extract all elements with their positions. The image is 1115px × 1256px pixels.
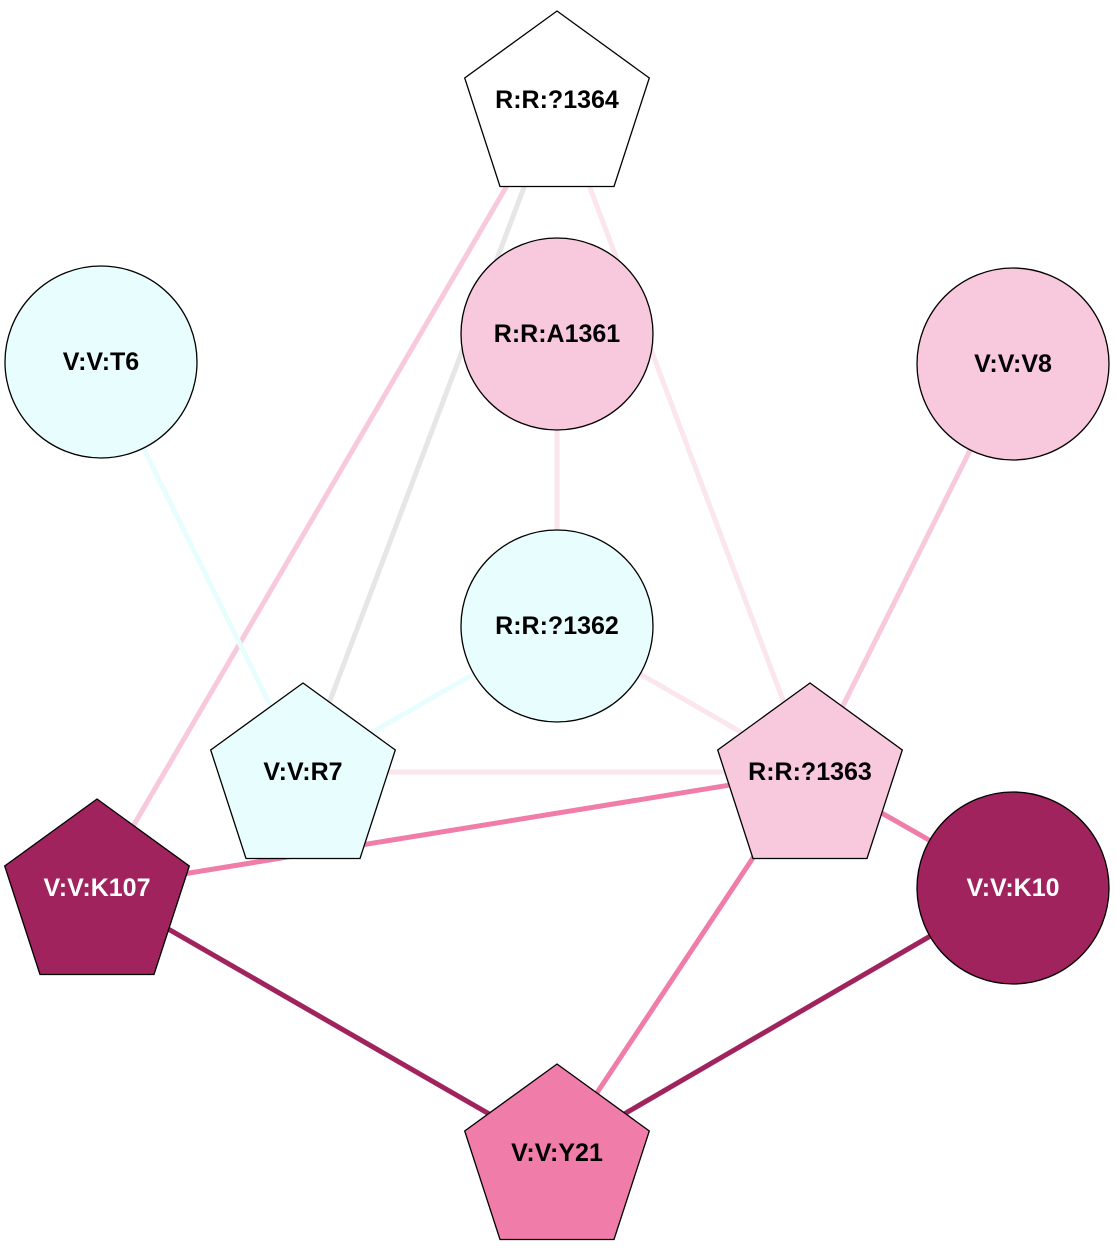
- node-v-v-k10[interactable]: V:V:K10: [916, 791, 1110, 985]
- node-label: V:V:R7: [263, 758, 342, 786]
- edge-r-r-1363-to-v-v-k107: [96, 769, 811, 891]
- node-v-v-v8[interactable]: V:V:V8: [916, 267, 1110, 461]
- node-v-v-r7[interactable]: V:V:R7: [209, 682, 397, 860]
- node-r-r-1363[interactable]: R:R:?1363: [716, 682, 904, 860]
- circle-node-shape: [460, 237, 654, 431]
- node-label: R:R:?1362: [495, 612, 619, 640]
- node-label: V:V:Y21: [511, 1139, 603, 1167]
- circle-node-shape: [916, 267, 1110, 461]
- node-r-r-a1361[interactable]: R:R:A1361: [460, 237, 654, 431]
- node-label: R:R:?1364: [495, 86, 619, 114]
- circle-node-shape: [916, 791, 1110, 985]
- edge-r-r-1364-to-r-r-1363: [554, 99, 813, 773]
- edge-r-r-1364-to-v-v-k107: [94, 98, 560, 890]
- pentagon-node-shape: [209, 682, 397, 860]
- node-r-r-1362[interactable]: R:R:?1362: [460, 529, 654, 723]
- pentagon-node-shape: [3, 798, 191, 976]
- node-label: R:R:?1363: [748, 758, 872, 786]
- node-label: V:V:V8: [974, 350, 1052, 378]
- edge-r-r-1364-to-v-v-r7: [300, 99, 560, 773]
- pentagon-node-shape: [463, 1063, 651, 1241]
- circle-node-shape: [460, 529, 654, 723]
- node-label: V:V:T6: [63, 348, 139, 376]
- node-label: V:V:K10: [966, 874, 1059, 902]
- node-r-r-1364[interactable]: R:R:?1364: [463, 10, 651, 188]
- pentagon-node-shape: [463, 10, 651, 188]
- edge-v-v-k107-to-v-v-y21: [95, 885, 559, 1156]
- node-label: R:R:A1361: [494, 320, 621, 348]
- node-v-v-t6[interactable]: V:V:T6: [4, 265, 198, 459]
- circle-node-shape: [4, 265, 198, 459]
- node-v-v-k107[interactable]: V:V:K107: [3, 798, 191, 976]
- node-label: V:V:K107: [43, 874, 150, 902]
- node-v-v-y21[interactable]: V:V:Y21: [463, 1063, 651, 1241]
- pentagon-node-shape: [716, 682, 904, 860]
